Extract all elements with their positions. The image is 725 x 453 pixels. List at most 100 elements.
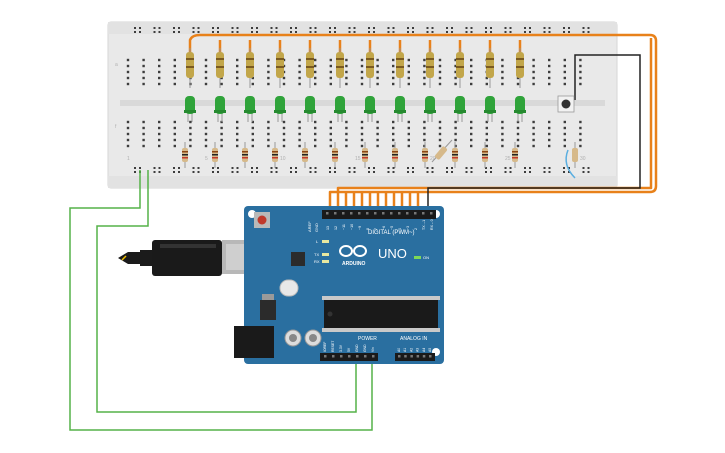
digital-pin-label-6: 7 [374, 228, 378, 230]
green-wires[interactable] [69, 170, 373, 431]
resistor-bottom-12[interactable] [512, 142, 518, 168]
digital-pin-label-8: ~5 [390, 226, 394, 230]
usb-cable[interactable] [118, 240, 256, 276]
digital-pin-label-5: 8 [366, 228, 370, 230]
digital-pin-label-12: TX→1 [422, 220, 426, 230]
analog-pin-label-5: A5 [428, 348, 432, 352]
row-letter-f: f [115, 124, 117, 130]
col-number-5: 5 [205, 156, 208, 162]
resistor-bottom-10[interactable] [452, 142, 458, 168]
resistor-top-6[interactable] [336, 48, 344, 88]
led-10[interactable] [454, 96, 466, 122]
pushbutton[interactable] [557, 95, 575, 113]
resistor-top-10[interactable] [456, 48, 464, 88]
resistor-bottom-2[interactable] [212, 142, 218, 168]
gnd-label: GND [314, 223, 319, 232]
breadboard-holes [126, 27, 590, 173]
power-pin-label-3: 5V [347, 347, 351, 352]
digital-pin-label-2: ~11 [342, 224, 346, 230]
led-3[interactable] [244, 96, 256, 122]
col-number-15: 15 [355, 156, 361, 162]
led-5[interactable] [304, 96, 316, 122]
analog-header-label: ANALOG IN [400, 336, 428, 342]
digital-header-label: DIGITAL (PWM~) [368, 230, 415, 236]
digital-pin-label-0: 13 [326, 226, 330, 230]
resistor-button[interactable] [431, 139, 453, 163]
tx-led-label: TX [314, 252, 319, 257]
power-pin-label-2: 3.3V [339, 344, 343, 352]
col-number-25: 25 [505, 156, 511, 162]
power-pin-label-5: GND [363, 344, 367, 352]
resistor-bottom-4[interactable] [272, 142, 278, 168]
led-8[interactable] [394, 96, 406, 122]
digital-pin-label-4: ~9 [358, 226, 362, 230]
microcontroller-chip [324, 300, 438, 328]
breadboard[interactable]: a f 1 5 10 15 20 25 30 [107, 21, 618, 189]
resistor-top-9[interactable] [426, 48, 434, 88]
rx-led-label: RX [314, 259, 320, 264]
analog-pin-label-4: A4 [422, 348, 426, 352]
power-pin-label-0: IOREF [323, 342, 327, 352]
breadboard-labels: a f 1 5 10 15 20 25 30 [115, 62, 586, 162]
power-pin-label-1: RESET [331, 341, 335, 352]
resistor-top-8[interactable] [396, 48, 404, 88]
black-wire[interactable] [427, 54, 641, 210]
resistor-top-4[interactable] [276, 48, 284, 88]
voltage-regulator [260, 300, 276, 320]
led-2[interactable] [214, 96, 226, 122]
resistor-top-7[interactable] [366, 48, 374, 88]
l-led-label: L [316, 239, 319, 244]
analog-pin-label-1: A1 [403, 348, 407, 352]
led-9[interactable] [424, 96, 436, 122]
resistor-top-11[interactable] [486, 48, 494, 88]
led-12[interactable] [514, 96, 526, 122]
power-header-label: POWER [358, 336, 377, 342]
digital-pin-label-11: 2 [414, 228, 418, 230]
led-6[interactable] [334, 96, 346, 122]
resistor-bottom-6[interactable] [332, 142, 338, 168]
analog-pin-label-2: A2 [409, 348, 413, 352]
blue-wire[interactable] [565, 149, 576, 179]
power-pin-label-4: GND [355, 344, 359, 352]
power-pin-label-6: Vin [371, 347, 375, 352]
resistor-top-2[interactable] [216, 48, 224, 88]
row-letter-a: a [115, 62, 118, 68]
col-number-20: 20 [430, 156, 436, 162]
led-11[interactable] [484, 96, 496, 122]
led-1[interactable] [184, 96, 196, 122]
resistor-top-12[interactable] [516, 48, 524, 88]
digital-pin-label-13: RX←0 [430, 219, 434, 230]
resistor-bottom-1[interactable] [182, 142, 188, 168]
components [182, 48, 578, 168]
led-4[interactable] [274, 96, 286, 122]
dc-power-jack[interactable] [234, 326, 274, 358]
analog-pin-label-0: A0 [397, 348, 401, 352]
col-number-10: 10 [280, 156, 286, 162]
usb-chip [291, 252, 305, 266]
resistor-top-1[interactable] [186, 48, 194, 88]
col-number-30: 30 [580, 156, 586, 162]
resistor-bottom-3[interactable] [242, 142, 248, 168]
resistor-bottom-8[interactable] [392, 142, 398, 168]
led-7[interactable] [364, 96, 376, 122]
digital-pin-label-1: 12 [334, 226, 338, 230]
brand-label: ARDUINO [342, 261, 365, 267]
digital-pin-label-9: 4 [398, 228, 402, 230]
model-label: UNO [378, 246, 407, 261]
resistor-top-3[interactable] [246, 48, 254, 88]
digital-pin-label-7: ~6 [382, 226, 386, 230]
resistor-bottom-5[interactable] [302, 142, 308, 168]
resistor-bottom-9[interactable] [422, 142, 428, 168]
resistor-top-5[interactable] [306, 48, 314, 88]
analog-pin-label-3: A3 [416, 348, 420, 352]
resistor-pulldown[interactable] [572, 142, 578, 168]
resistor-bottom-7[interactable] [362, 142, 368, 168]
digital-header[interactable] [322, 210, 436, 219]
analog-header[interactable] [395, 353, 435, 361]
resistor-bottom-11[interactable] [482, 142, 488, 168]
crystal [279, 279, 299, 297]
arduino-uno[interactable]: DIGITAL (PWM~) AREF GND L TX RX ARDUINO … [234, 206, 444, 364]
digital-pin-label-3: ~10 [350, 224, 354, 230]
